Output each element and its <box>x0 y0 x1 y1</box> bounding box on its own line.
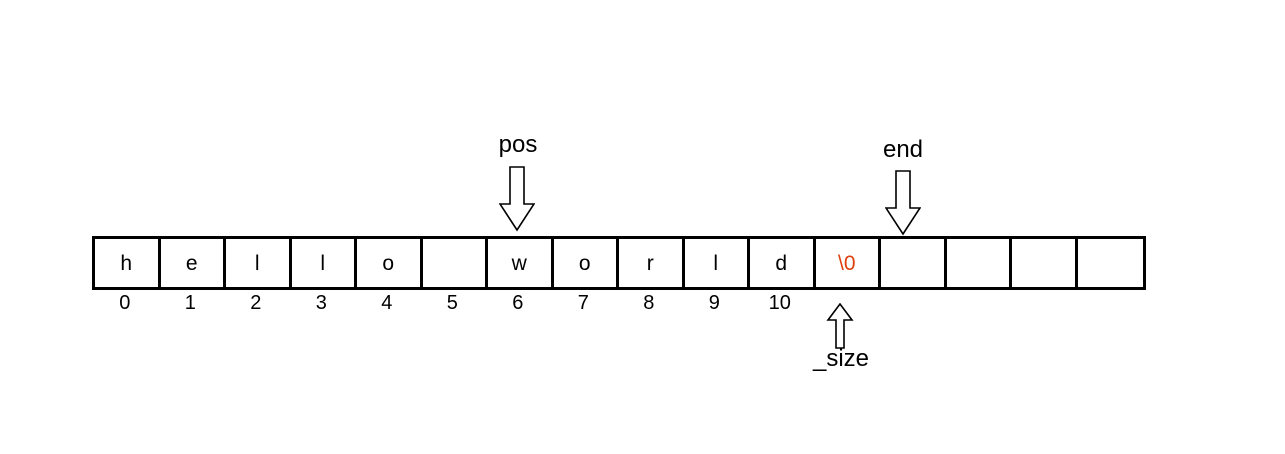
pointer-label-pos: pos <box>498 131 538 158</box>
memory-cell <box>946 239 1012 287</box>
memory-cell: e <box>160 239 226 287</box>
memory-cell <box>1077 239 1143 287</box>
memory-cell <box>881 239 947 287</box>
memory-cell: o <box>357 239 423 287</box>
memory-cell: o <box>553 239 619 287</box>
index-label: 6 <box>512 292 524 314</box>
memory-cell: d <box>750 239 816 287</box>
index-label: 4 <box>381 292 393 314</box>
memory-cell <box>1012 239 1078 287</box>
memory-cell: l <box>226 239 292 287</box>
memory-cell: l <box>684 239 750 287</box>
memory-cell <box>422 239 488 287</box>
memory-cell-strip: h e l l o w o r l d \0 <box>92 236 1146 290</box>
index-label: 7 <box>577 292 589 314</box>
index-label: 9 <box>708 292 720 314</box>
index-label: 0 <box>119 292 131 314</box>
index-label: 5 <box>446 292 458 314</box>
memory-cell: l <box>291 239 357 287</box>
index-label-row: 0 1 2 3 4 5 6 7 8 9 10 <box>92 292 813 314</box>
pointer-label-end: end <box>882 136 924 163</box>
memory-cell-null-terminator: \0 <box>815 239 881 287</box>
memory-cell: h <box>95 239 161 287</box>
index-label: 1 <box>184 292 196 314</box>
arrow-down-end-icon <box>885 170 921 236</box>
memory-cell: r <box>619 239 685 287</box>
arrow-down-pos-icon <box>499 166 535 232</box>
index-label: 10 <box>768 292 791 314</box>
index-label: 8 <box>643 292 655 314</box>
index-label: 2 <box>250 292 262 314</box>
index-label: 3 <box>315 292 327 314</box>
memory-cell: w <box>488 239 554 287</box>
arrow-up-size-icon <box>825 303 855 349</box>
pointer-label-size: _size <box>812 345 870 372</box>
